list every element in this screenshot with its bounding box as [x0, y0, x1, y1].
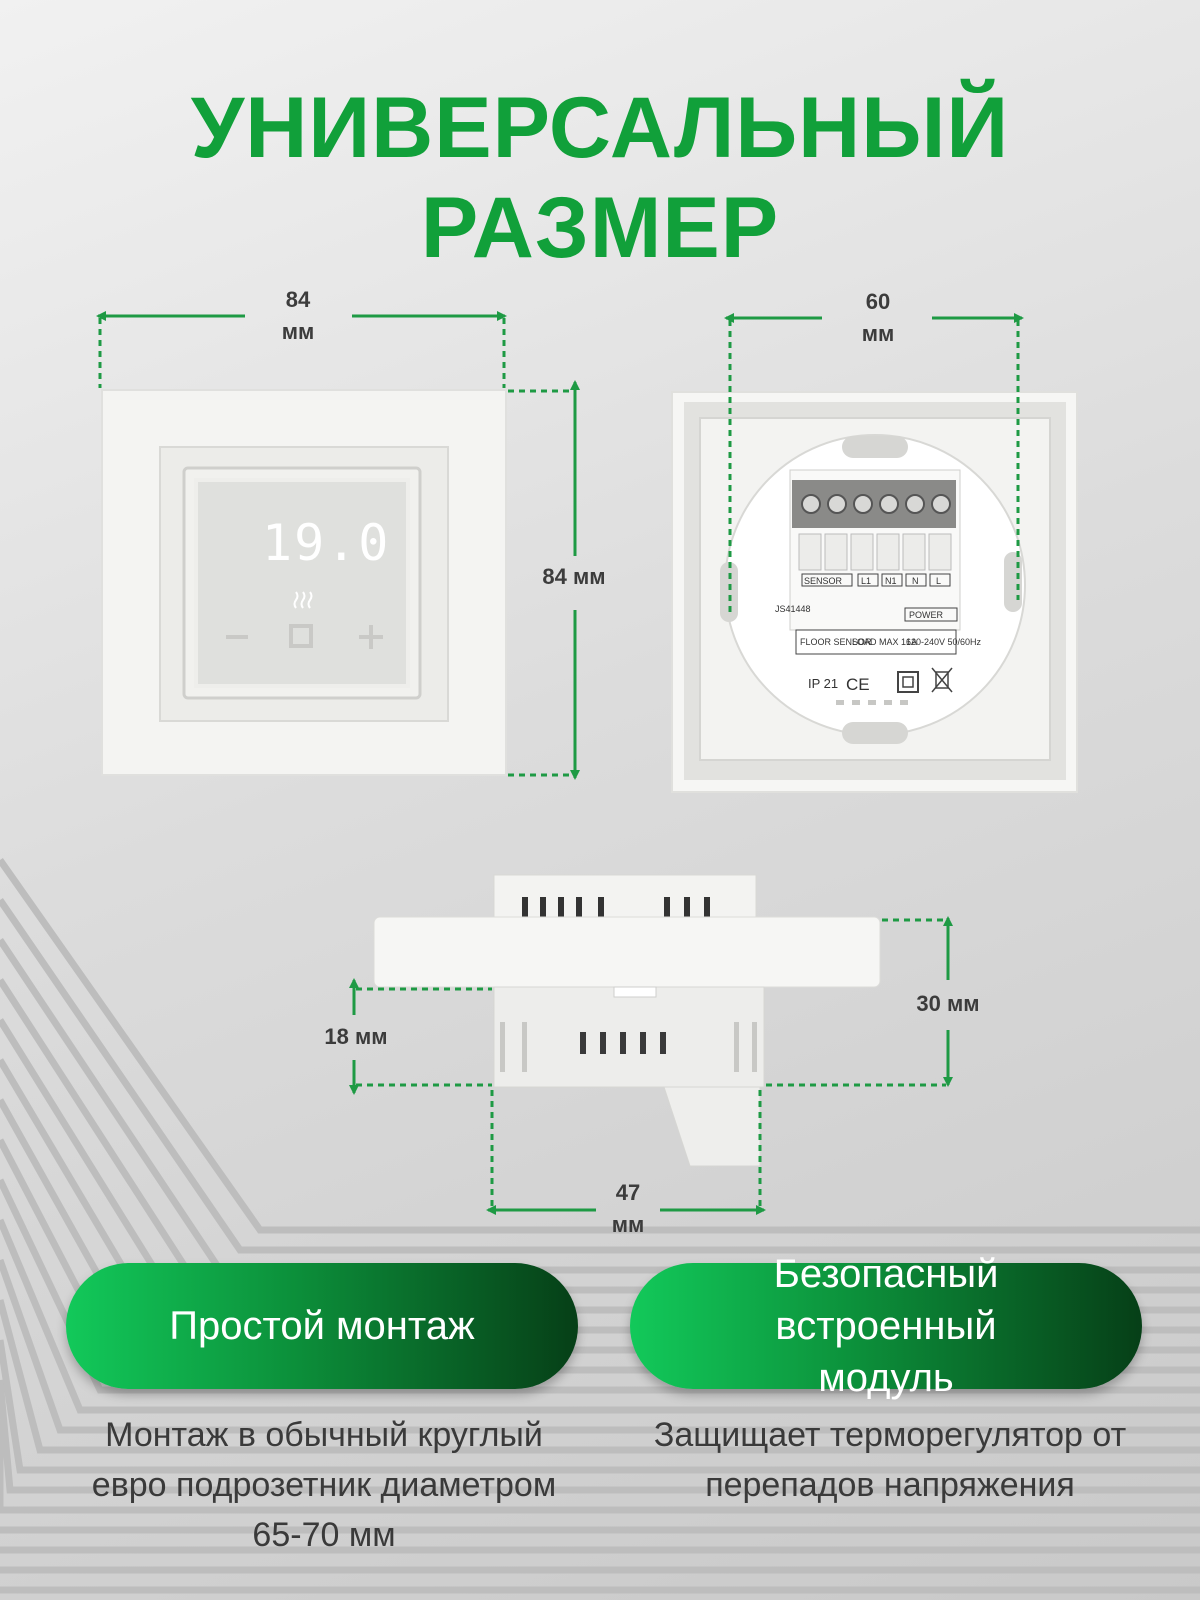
feature-desc-safety: Защищает терморегулятор от перепадов нап… — [653, 1416, 1127, 1504]
terminal-label-sensor: SENSOR — [804, 576, 843, 586]
dim-back-width: 60 мм — [838, 286, 918, 350]
minus-icon — [226, 635, 248, 639]
feature-title-mounting: Простой монтаж — [169, 1304, 475, 1348]
dim-back-width-value: 60 — [865, 289, 891, 314]
thermostat-back-view: SENSOR L1 N1 N L POWER JS41448 FLOOR SEN… — [671, 391, 1078, 793]
dim-front-height: 84 мм — [542, 564, 606, 589]
title-line-2: РАЗМЕР — [420, 180, 780, 276]
dim-front-width: 84 мм — [258, 284, 338, 348]
cert-code: JS41448 — [775, 604, 811, 614]
plus-icon — [359, 625, 383, 649]
title-line-1: УНИВЕРСАЛЬНЫЙ — [190, 80, 1010, 176]
display-temperature: 19.0 — [262, 514, 391, 572]
info-voltage: 120-240V 50/60Hz — [906, 637, 982, 647]
thermostat-front-view — [101, 389, 507, 776]
class2-icon — [897, 671, 919, 693]
page-title: УНИВЕРСАЛЬНЫЙ РАЗМЕР — [0, 78, 1200, 278]
terminal-label-l: L — [936, 576, 941, 586]
terminal-label-n1: N1 — [885, 576, 897, 586]
feature-pill-mounting: Простой монтаж — [66, 1263, 578, 1389]
ip-rating: IP 21 — [808, 676, 838, 691]
dim-front-width-value: 84 — [285, 287, 311, 312]
mode-icon — [289, 624, 313, 648]
feature-title-safety: Безопасный встроенный модуль — [773, 1252, 999, 1400]
dim-depth-inset: 18 мм — [324, 1024, 388, 1049]
power-label: POWER — [909, 610, 944, 620]
dim-front-width-unit: мм — [281, 319, 315, 344]
ce-mark: CE — [846, 675, 870, 694]
dim-body-width: 47 мм — [588, 1177, 668, 1241]
terminal-label-l1: L1 — [861, 576, 871, 586]
feature-pill-safety: Безопасный встроенный модуль — [630, 1252, 1142, 1400]
info-floor-sensor: FLOOR SENSOR — [800, 637, 872, 647]
dim-back-width-unit: мм — [861, 321, 895, 346]
dim-depth-total: 30 мм — [916, 991, 980, 1016]
info-load: LOAD MAX 16A — [852, 637, 917, 647]
heat-icon — [293, 591, 313, 609]
terminal-label-n: N — [912, 576, 919, 586]
thermostat-side-view — [373, 874, 881, 1167]
feature-desc-mounting: Монтаж в обычный круглый евро подрозетни… — [91, 1416, 557, 1554]
weee-icon — [931, 667, 953, 693]
dimension-lines — [96, 311, 1024, 1215]
dim-body-width-value: 47 — [615, 1180, 641, 1205]
dim-body-width-unit: мм — [611, 1212, 645, 1237]
